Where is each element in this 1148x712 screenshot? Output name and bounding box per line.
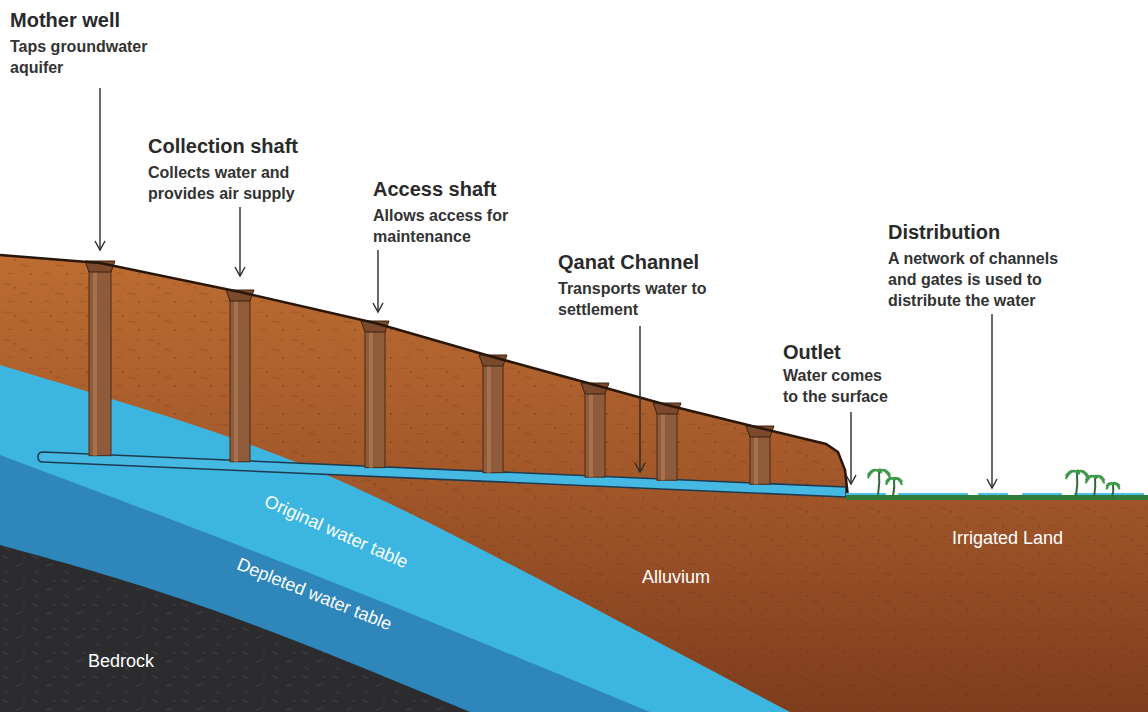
soil-texture [0, 255, 1148, 712]
label-heading: Access shaft [373, 177, 496, 201]
label-body: A network of channels and gates is used … [888, 248, 1078, 311]
cross-section [0, 255, 1148, 712]
palm-frond [886, 478, 894, 481]
label-body: Transports water to settlement [558, 278, 726, 320]
leader-line [639, 326, 640, 472]
palm-frond [1077, 471, 1079, 474]
shaft-highlight [589, 385, 593, 477]
label-heading: Collection shaft [148, 134, 298, 158]
palm-trunk [1112, 484, 1113, 498]
qanat-channel [38, 452, 846, 497]
palm-frond [1086, 476, 1095, 482]
palm-frond [894, 478, 896, 479]
depleted-water-table [0, 455, 650, 712]
label-heading: Outlet [783, 340, 841, 364]
palm-trunk [893, 479, 894, 496]
shafts [85, 261, 774, 484]
label-heading: Distribution [888, 220, 1000, 244]
palm-trunk [878, 471, 879, 495]
label-body: Taps groundwater aquifer [10, 36, 150, 78]
shaft [657, 405, 677, 480]
shaft-highlight [661, 405, 665, 480]
palm-frond [1113, 483, 1119, 488]
label-heading: Mother well [10, 8, 120, 32]
label-body: Collects water and provides air supply [148, 162, 318, 204]
palm-frond [894, 478, 902, 481]
palm-frond [1113, 483, 1119, 485]
layer-label: Original water table [261, 490, 412, 573]
shaft [585, 385, 605, 477]
leader-line [850, 412, 851, 484]
irrigated-surface [846, 495, 1148, 500]
palm-frond [1095, 476, 1097, 478]
palm-frond [1086, 476, 1095, 480]
shaft-highlight [93, 263, 97, 456]
original-water-table [0, 365, 790, 712]
shaft [89, 263, 111, 456]
palm-frond [1095, 476, 1104, 480]
shaft [230, 292, 250, 462]
label-body: Water comes to the surface [783, 365, 897, 407]
shaft-highlight [234, 292, 238, 462]
palm-frond [1066, 471, 1077, 478]
palm-frond [868, 470, 879, 477]
leader-line [991, 314, 992, 488]
palm-frond [879, 470, 890, 477]
palm-frond [1066, 471, 1077, 476]
leader-line [99, 88, 100, 250]
leader-line [377, 250, 378, 312]
palm-frond [868, 470, 879, 475]
shaft-highlight [369, 323, 373, 468]
leader-line [239, 207, 240, 276]
palm-trunk [1076, 472, 1077, 496]
layer-label: Depleted water table [234, 553, 395, 635]
palm-frond [1077, 471, 1088, 476]
ground-surface [0, 255, 848, 497]
alluvium-ground [0, 255, 1148, 712]
palm-frond [879, 470, 890, 475]
palm-frond [879, 470, 881, 473]
layer-label: Bedrock [88, 650, 154, 672]
palm-frond [886, 478, 894, 484]
shaft-highlight [487, 357, 491, 473]
distribution-water [846, 493, 1148, 495]
layer-label: Irrigated Land [952, 527, 1063, 549]
palm-frond [894, 478, 902, 484]
shaft [483, 357, 503, 473]
leader-lines [100, 88, 992, 488]
shaft [365, 323, 385, 468]
palm-frond [1113, 483, 1114, 484]
palm-trunk [1094, 477, 1095, 497]
palm-frond [1077, 471, 1088, 478]
palm-trees [868, 470, 1119, 498]
layer-label: Alluvium [642, 566, 710, 588]
label-heading: Qanat Channel [558, 250, 699, 274]
label-body: Allows access for maintenance [373, 205, 523, 247]
palm-frond [1095, 476, 1104, 482]
